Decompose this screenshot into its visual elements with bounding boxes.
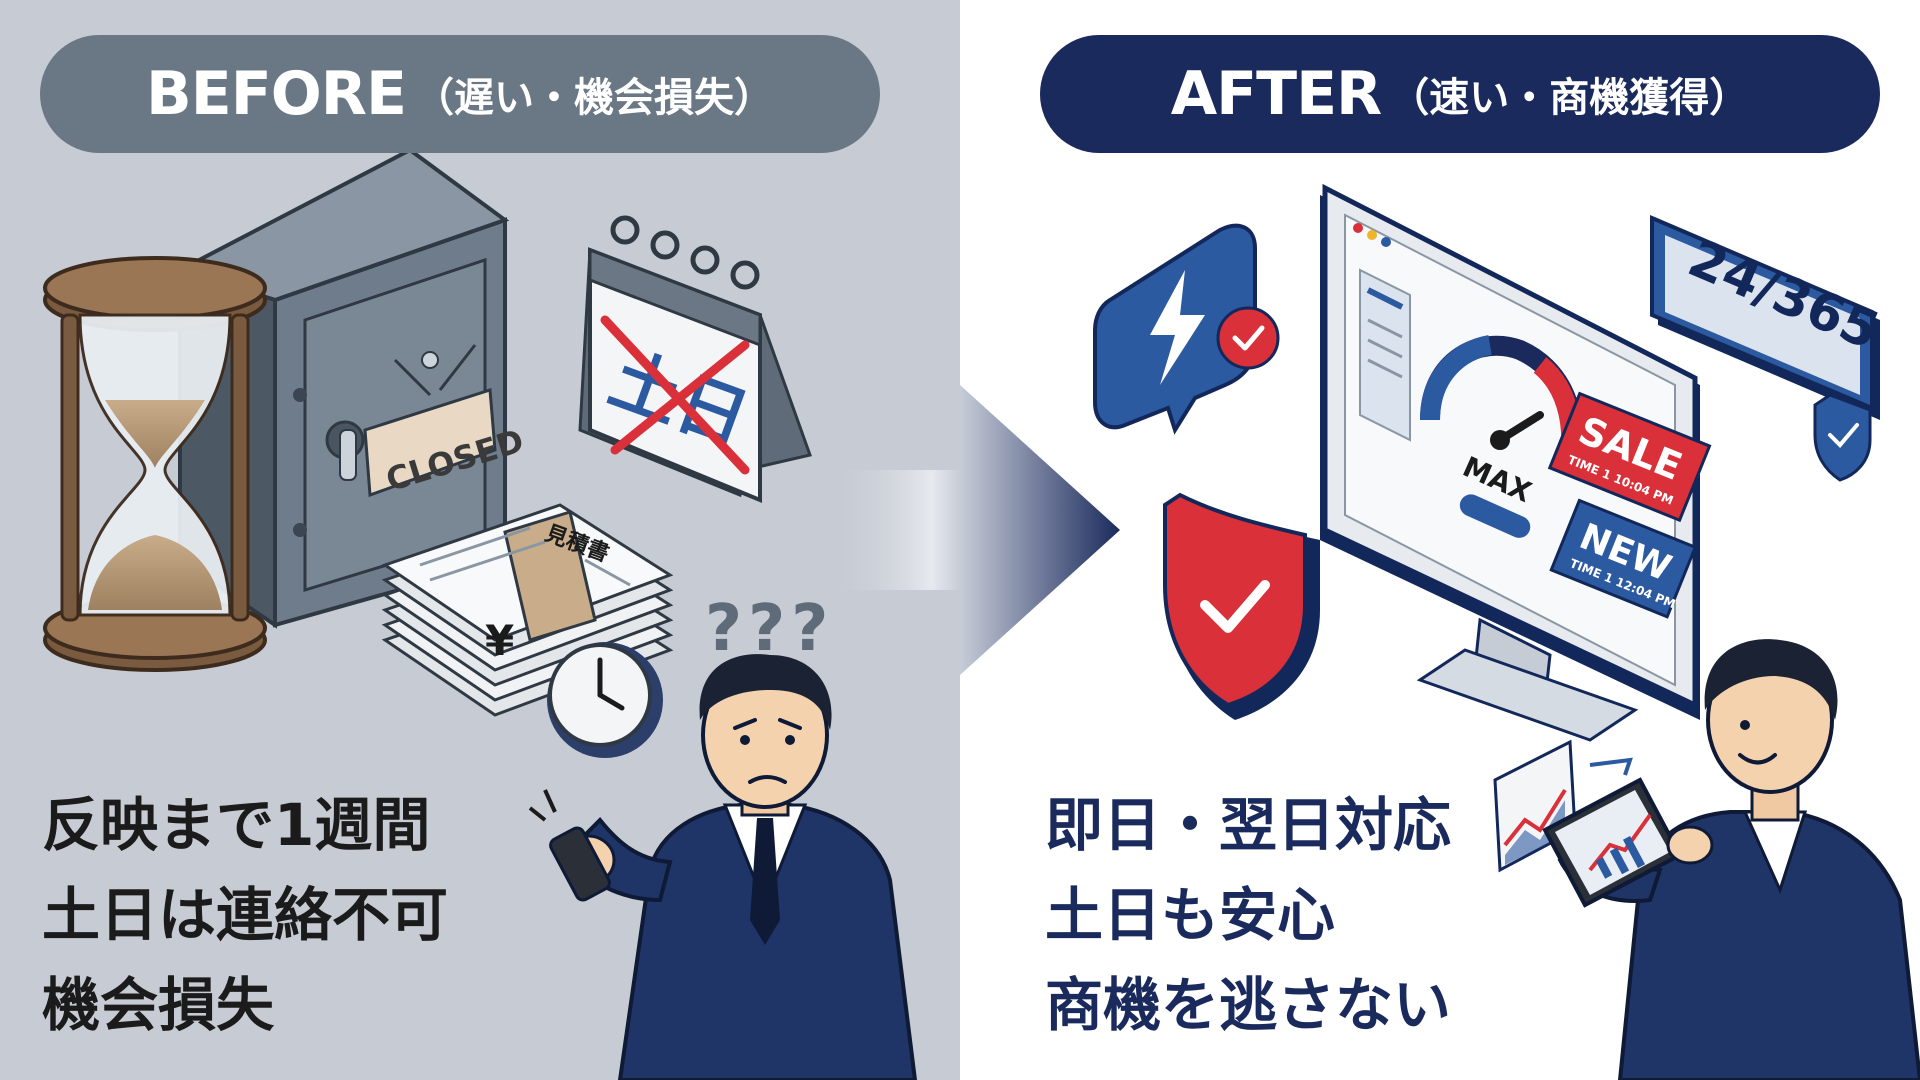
estimate-document-stack-icon: 見積書 ¥ bbox=[381, 503, 674, 717]
after-heading-pill: AFTER （速い・商機獲得） bbox=[1040, 35, 1880, 153]
after-caption-line: 土日も安心 bbox=[1045, 881, 1336, 949]
before-caption-line: 反映まで1週間 bbox=[42, 791, 431, 859]
before-caption-line: 土日は連絡不可 bbox=[42, 881, 449, 949]
question-marks: ??? bbox=[705, 592, 834, 666]
transition-arrow-icon bbox=[830, 385, 1120, 675]
clock-icon bbox=[547, 642, 663, 758]
calendar-crossed-icon: 土日 bbox=[578, 215, 812, 503]
after-caption: 即日・翌日対応 土日も安心 商機を逃さない bbox=[1045, 780, 1451, 1050]
lightning-chat-icon bbox=[1093, 223, 1280, 435]
after-heading-sub: （速い・商機獲得） bbox=[1389, 75, 1750, 121]
worried-businessman-illustration bbox=[528, 654, 918, 1080]
before-caption: 反映まで1週間 土日は連絡不可 機会損失 bbox=[42, 780, 448, 1050]
hourglass-icon bbox=[43, 256, 267, 672]
before-heading-pill: BEFORE （遅い・機会損失） bbox=[40, 35, 880, 153]
yen-symbol: ¥ bbox=[485, 616, 514, 665]
security-shield-icon bbox=[1163, 492, 1320, 720]
after-caption-line: 即日・翌日対応 bbox=[1045, 791, 1452, 859]
after-heading: AFTER bbox=[1170, 59, 1383, 129]
before-caption-line: 機会損失 bbox=[42, 971, 275, 1039]
before-heading: BEFORE bbox=[146, 59, 407, 129]
after-caption-line: 商機を逃さない bbox=[1045, 971, 1452, 1039]
confident-businessman-illustration bbox=[1542, 639, 1920, 1080]
before-heading-sub: （遅い・機会損失） bbox=[413, 75, 774, 121]
